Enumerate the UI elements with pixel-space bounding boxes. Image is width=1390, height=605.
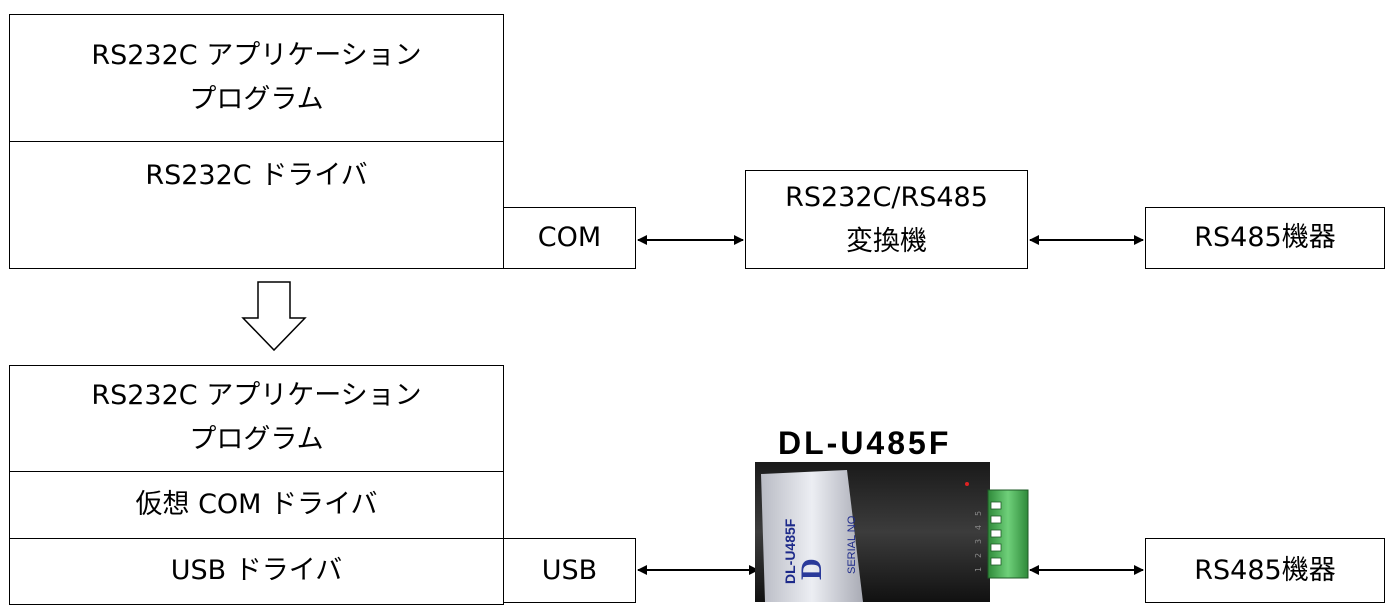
product-name: DL-U485F <box>778 425 952 461</box>
before-rs485-device <box>1145 207 1385 269</box>
adapter-pin-label: 2 <box>974 553 983 558</box>
before-stack-divider <box>9 141 504 142</box>
after-usb-label: USB <box>541 554 598 586</box>
adapter-pin-label: 5 <box>974 511 983 516</box>
before-driver-label: RS232C ドライバ <box>145 159 368 191</box>
adapter-label-sticker <box>761 470 863 602</box>
converter-label: RS232C/RS485 変換機 <box>785 181 988 257</box>
after-stack-divider-2 <box>9 538 504 539</box>
before-app-program-label: RS232C アプリケーション プログラム <box>91 39 422 115</box>
before-com-port <box>503 207 636 269</box>
before-com-label: COM <box>537 222 602 253</box>
converter-box <box>745 170 1028 269</box>
after-usb-port <box>503 538 636 603</box>
after-pc-stack <box>9 365 504 605</box>
after-device-label: RS485機器 <box>1194 554 1336 586</box>
usb-rs485-adapter-image: DL-U485F D SERIAL NO 1 2 3 4 5 <box>755 462 1029 602</box>
adapter-label-model: DL-U485F <box>782 518 798 584</box>
before-device-label: RS485機器 <box>1194 222 1336 253</box>
adapter-led <box>965 482 969 486</box>
after-rs485-device <box>1145 538 1385 603</box>
terminal-screws <box>990 501 1002 566</box>
adapter-label-logo: D <box>795 558 828 580</box>
transition-down-arrow <box>241 281 307 352</box>
adapter-pin-label: 3 <box>974 539 983 544</box>
usb-driver-label: USB ドライバ <box>170 555 343 586</box>
adapter-pin-label: 4 <box>974 525 983 530</box>
adapter-pin-label: 1 <box>974 567 983 572</box>
after-app-program-label: RS232C アプリケーション プログラム <box>91 380 422 455</box>
after-stack-divider-1 <box>9 471 504 472</box>
adapter-label-serial: SERIAL NO <box>846 515 858 574</box>
adapter-pin-labels: 1 2 3 4 5 <box>974 511 983 572</box>
virtual-com-driver-label: 仮想 COM ドライバ <box>135 489 378 520</box>
